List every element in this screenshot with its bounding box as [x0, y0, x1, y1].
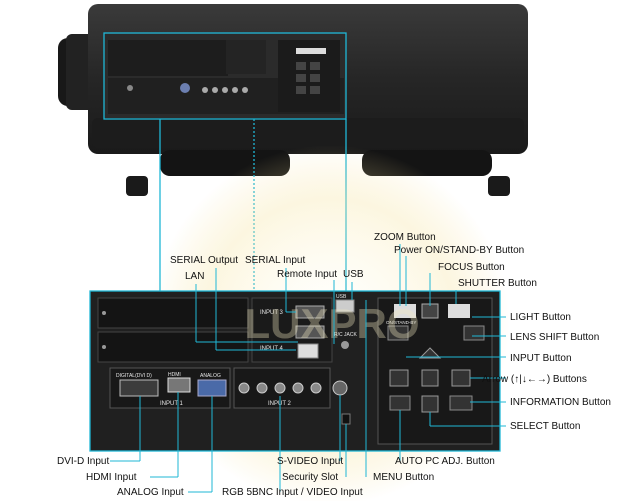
- panel-label-analog: ANALOG: [200, 373, 221, 379]
- label-arrow-buttons: Arrow (↑|↓←→) Buttons: [482, 374, 587, 385]
- panel-label-remote: R/C JACK: [334, 332, 357, 338]
- label-security-slot: Security Slot: [282, 472, 339, 483]
- panel-label-input3: INPUT 3: [260, 310, 284, 316]
- label-focus-button: FOCUS Button: [438, 262, 505, 273]
- panel-label-digital: DIGITAL(DVI D): [116, 373, 152, 379]
- label-information-button: INFORMATION Button: [510, 397, 611, 408]
- panel-label-input1: INPUT 1: [160, 401, 184, 407]
- label-input-button: INPUT Button: [510, 353, 572, 364]
- panel-text: DIGITAL(DVI D) HDMI ANALOG INPUT 1 INPUT…: [116, 294, 420, 407]
- label-lan: LAN: [185, 271, 205, 282]
- label-hdmi-input: HDMI Input: [86, 472, 137, 483]
- label-auto-pc-adj-button: AUTO PC ADJ. Button: [395, 456, 495, 467]
- watermark-text: LUXPRO: [244, 300, 419, 347]
- panel-label-input4: INPUT 4: [260, 346, 284, 352]
- label-menu-button: MENU Button: [373, 472, 435, 483]
- label-dvi-d-input: DVI-D Input: [57, 456, 110, 467]
- label-serial-output: SERIAL Output: [170, 255, 238, 266]
- highlight-frame-top: [103, 32, 347, 120]
- label-zoom-button: ZOOM Button: [374, 232, 436, 243]
- rear-panel: [89, 290, 501, 452]
- label-rgb-5bnc-input: RGB 5BNC Input / VIDEO Input: [222, 487, 363, 498]
- label-power-button: Power ON/STAND-BY Button: [394, 245, 525, 256]
- panel-label-usb: USB: [336, 294, 347, 300]
- label-light-button: LIGHT Button: [510, 312, 571, 323]
- label-s-video-input: S-VIDEO Input: [277, 456, 344, 467]
- label-lens-shift-button: LENS SHIFT Button: [510, 332, 600, 343]
- projector-body: [58, 4, 528, 196]
- label-remote-input: Remote Input: [277, 269, 338, 280]
- label-select-button: SELECT Button: [510, 421, 581, 432]
- panel-label-power: ON/STAND-BY: [386, 320, 416, 325]
- label-usb: USB: [343, 269, 364, 280]
- label-serial-input: SERIAL Input: [245, 255, 306, 266]
- panel-label-hdmi: HDMI: [168, 372, 181, 378]
- callout-lines: [110, 244, 506, 493]
- label-analog-input: ANALOG Input: [117, 487, 184, 498]
- label-shutter-button: SHUTTER Button: [458, 278, 537, 289]
